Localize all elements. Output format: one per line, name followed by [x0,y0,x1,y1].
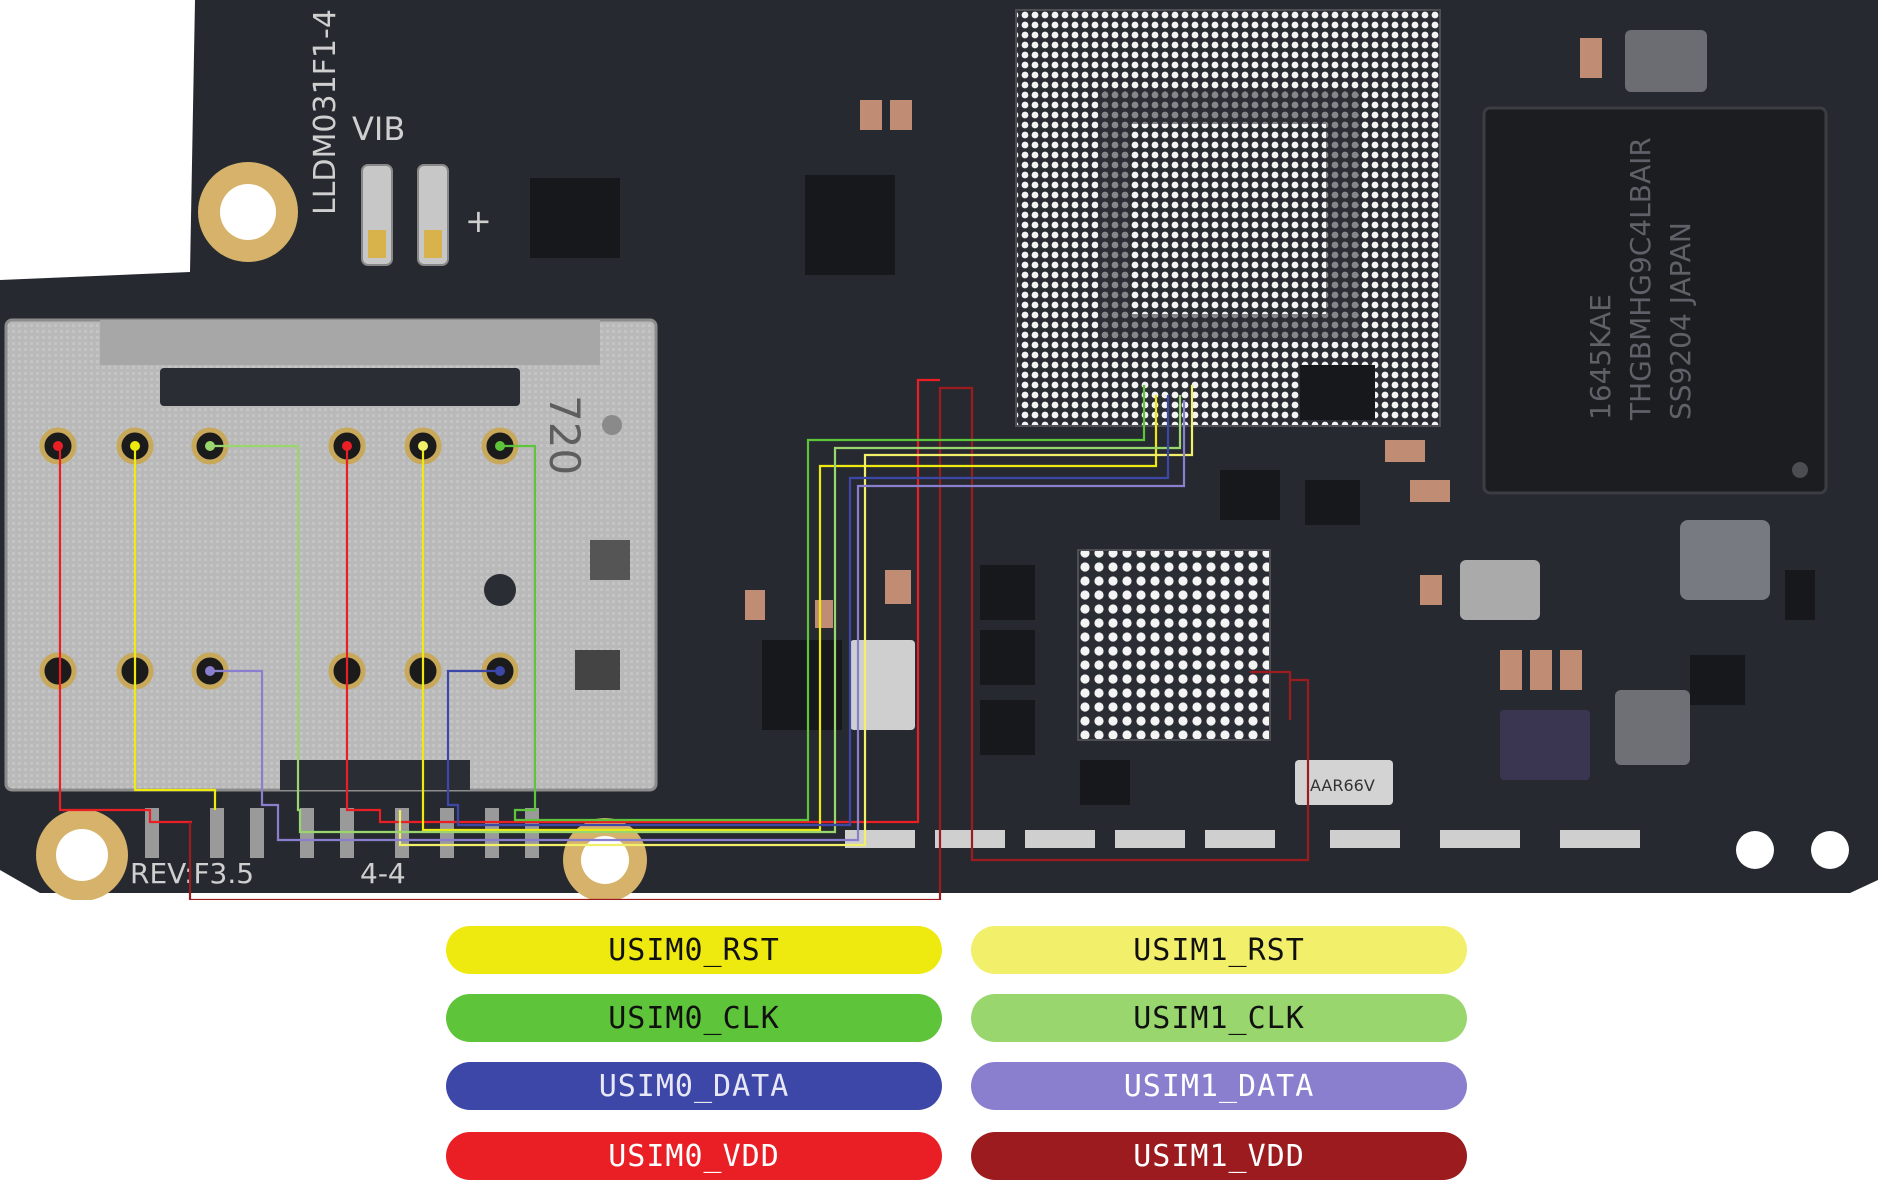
legend-usim0-vdd: USIM0_VDD [446,1132,942,1180]
trace-usim1-clk [210,395,1182,834]
legend-usim0-data-label: USIM0_DATA [598,1068,790,1104]
legend-usim1-vdd: USIM1_VDD [971,1132,1467,1180]
legend-usim0-clk: USIM0_CLK [446,994,942,1042]
silk-4-4: 4-4 [360,857,406,890]
mounting-hole-bottom-mid [563,818,647,900]
mounting-hole-bottom-left [36,809,128,900]
silk-vib: VIB [352,110,405,148]
sim-tray-mark: 720 [540,395,589,475]
cpu-bga-footprint [1015,9,1441,427]
legend-usim1-data: USIM1_DATA [971,1062,1467,1110]
passives [745,38,1602,690]
legend-usim1-rst-label: USIM1_RST [1133,932,1305,968]
legend-usim0-clk-label: USIM0_CLK [608,1000,780,1036]
trace-usim0-vdd-b [345,378,940,824]
chip-line-3: SS9204 JAPAN [1664,222,1697,420]
mounting-hole-top [198,162,298,262]
trace-usim1-vdd [188,386,1310,900]
vib-pads [361,164,449,266]
sim-tray [4,318,658,792]
mounting-hole-small-2 [1811,831,1849,869]
trace-endpoints [53,441,505,676]
silk-rev: REV:F3.5 [130,857,254,890]
trace-usim1-data [210,400,1186,842]
trace-usim0-vdd [58,446,192,824]
legend-usim0-data: USIM0_DATA [446,1062,942,1110]
trace-usim0-clk [500,385,1146,822]
trace-usim1-vdd-b [1250,670,1292,720]
edge-pads [845,830,1640,848]
legend-usim1-vdd-label: USIM1_VDD [1133,1138,1305,1174]
signal-traces [58,378,1310,900]
trace-usim0-rst [133,446,217,810]
chip-line-1: 1645KAE [1584,294,1617,420]
legend-usim1-data-label: USIM1_DATA [1123,1068,1315,1104]
legend-usim0-vdd-label: USIM0_VDD [608,1138,780,1174]
legend-usim1-clk-label: USIM1_CLK [1133,1000,1305,1036]
legend-usim1-clk: USIM1_CLK [971,994,1467,1042]
pcb-board-diagram: 1645KAE THGBMHG9C4LBAIR SS9204 JAPAN [0,0,1878,900]
trace-usim0-data [446,395,1170,827]
legend-usim0-rst: USIM0_RST [446,926,942,974]
chip-line-2: THGBMHG9C4LBAIR [1624,137,1657,421]
crystal-oscillator: AAR66V [1295,760,1393,805]
emmc-chip: 1645KAE THGBMHG9C4LBAIR SS9204 JAPAN [1482,106,1828,495]
silk-plus: + [465,202,492,240]
mounting-hole-small-1 [1736,831,1774,869]
legend-usim1-rst: USIM1_RST [971,926,1467,974]
components [530,175,1815,805]
silk-model: LLDM031F1-4 [308,9,343,215]
pmic-bga-footprint [1077,549,1271,741]
crystal-mark: AAR66V [1310,776,1375,795]
legend-usim0-rst-label: USIM0_RST [608,932,780,968]
